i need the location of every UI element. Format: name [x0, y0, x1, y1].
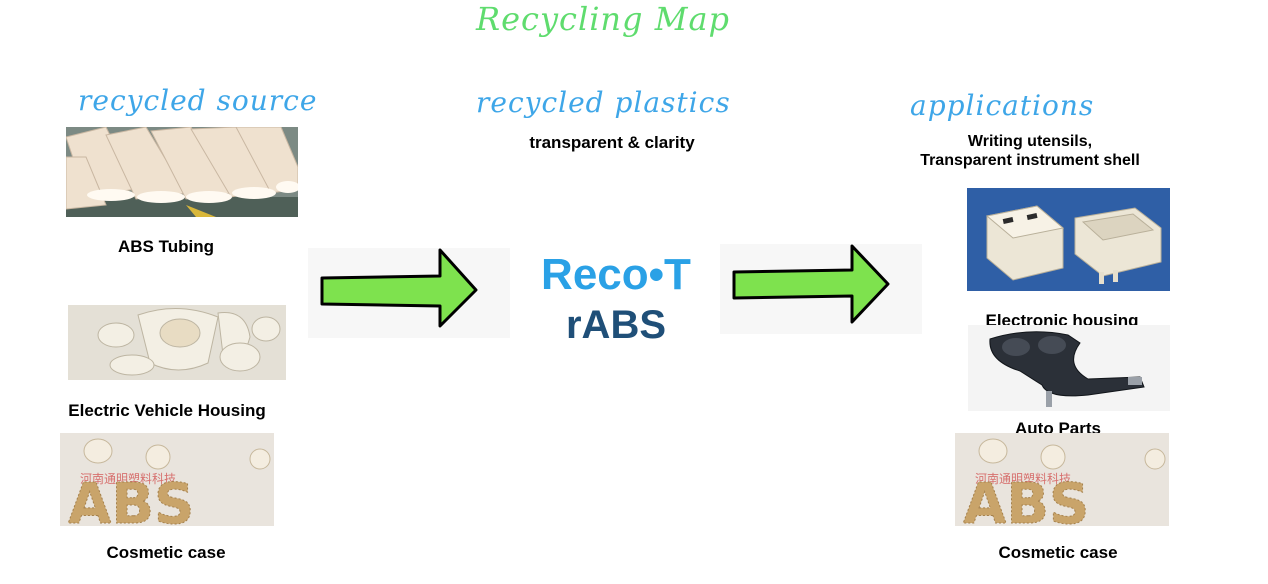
svg-text:河南通明塑料科技: 河南通明塑料科技: [975, 471, 1071, 486]
applications-heading: applications: [910, 89, 1095, 122]
page-title: Recycling Map: [476, 0, 731, 38]
application-item-label: Auto Parts: [1015, 419, 1101, 433]
logo-t-text: T: [664, 250, 691, 299]
auto-parts-image: [968, 325, 1170, 411]
right-arrow-icon: [320, 248, 478, 328]
source-item-label: Cosmetic case: [106, 543, 226, 562]
svg-text:ABS: ABS: [963, 472, 1089, 526]
abs-pellets-image: 河南通明塑料科技 ABS: [60, 433, 274, 526]
logo-reco-text: Reco: [541, 250, 649, 299]
abs-tubing-image: [66, 127, 298, 217]
logo-dot: •: [648, 250, 665, 299]
source-item-label: ABS Tubing: [118, 237, 214, 256]
application-item-label: Cosmetic case: [998, 543, 1118, 562]
svg-text:ABS: ABS: [68, 472, 194, 526]
reco-t-logo: Reco•T: [527, 250, 705, 300]
applications-subtitle-line1: Writing utensils,: [967, 133, 1093, 150]
rabs-logo-text: rABS: [565, 303, 667, 347]
svg-text:河南通明塑料科技: 河南通明塑料科技: [80, 471, 176, 486]
source-heading: recycled source: [78, 84, 318, 117]
applications-subtitle-line2: Transparent instrument shell: [920, 152, 1140, 169]
flow-arrow-left-container: [308, 248, 510, 338]
plastics-heading: recycled plastics: [476, 86, 731, 119]
right-arrow-icon: [732, 244, 890, 324]
plastics-subtitle: transparent & clarity: [529, 133, 695, 152]
electronic-housing-image: [967, 188, 1170, 291]
ev-housing-image: [68, 305, 286, 380]
flow-arrow-right-container: [720, 244, 922, 334]
source-item-label: Electric Vehicle Housing: [68, 401, 266, 420]
abs-pellets-image: 河南通明塑料科技 ABS: [955, 433, 1169, 526]
application-item-label: Electronic housing: [985, 311, 1139, 325]
